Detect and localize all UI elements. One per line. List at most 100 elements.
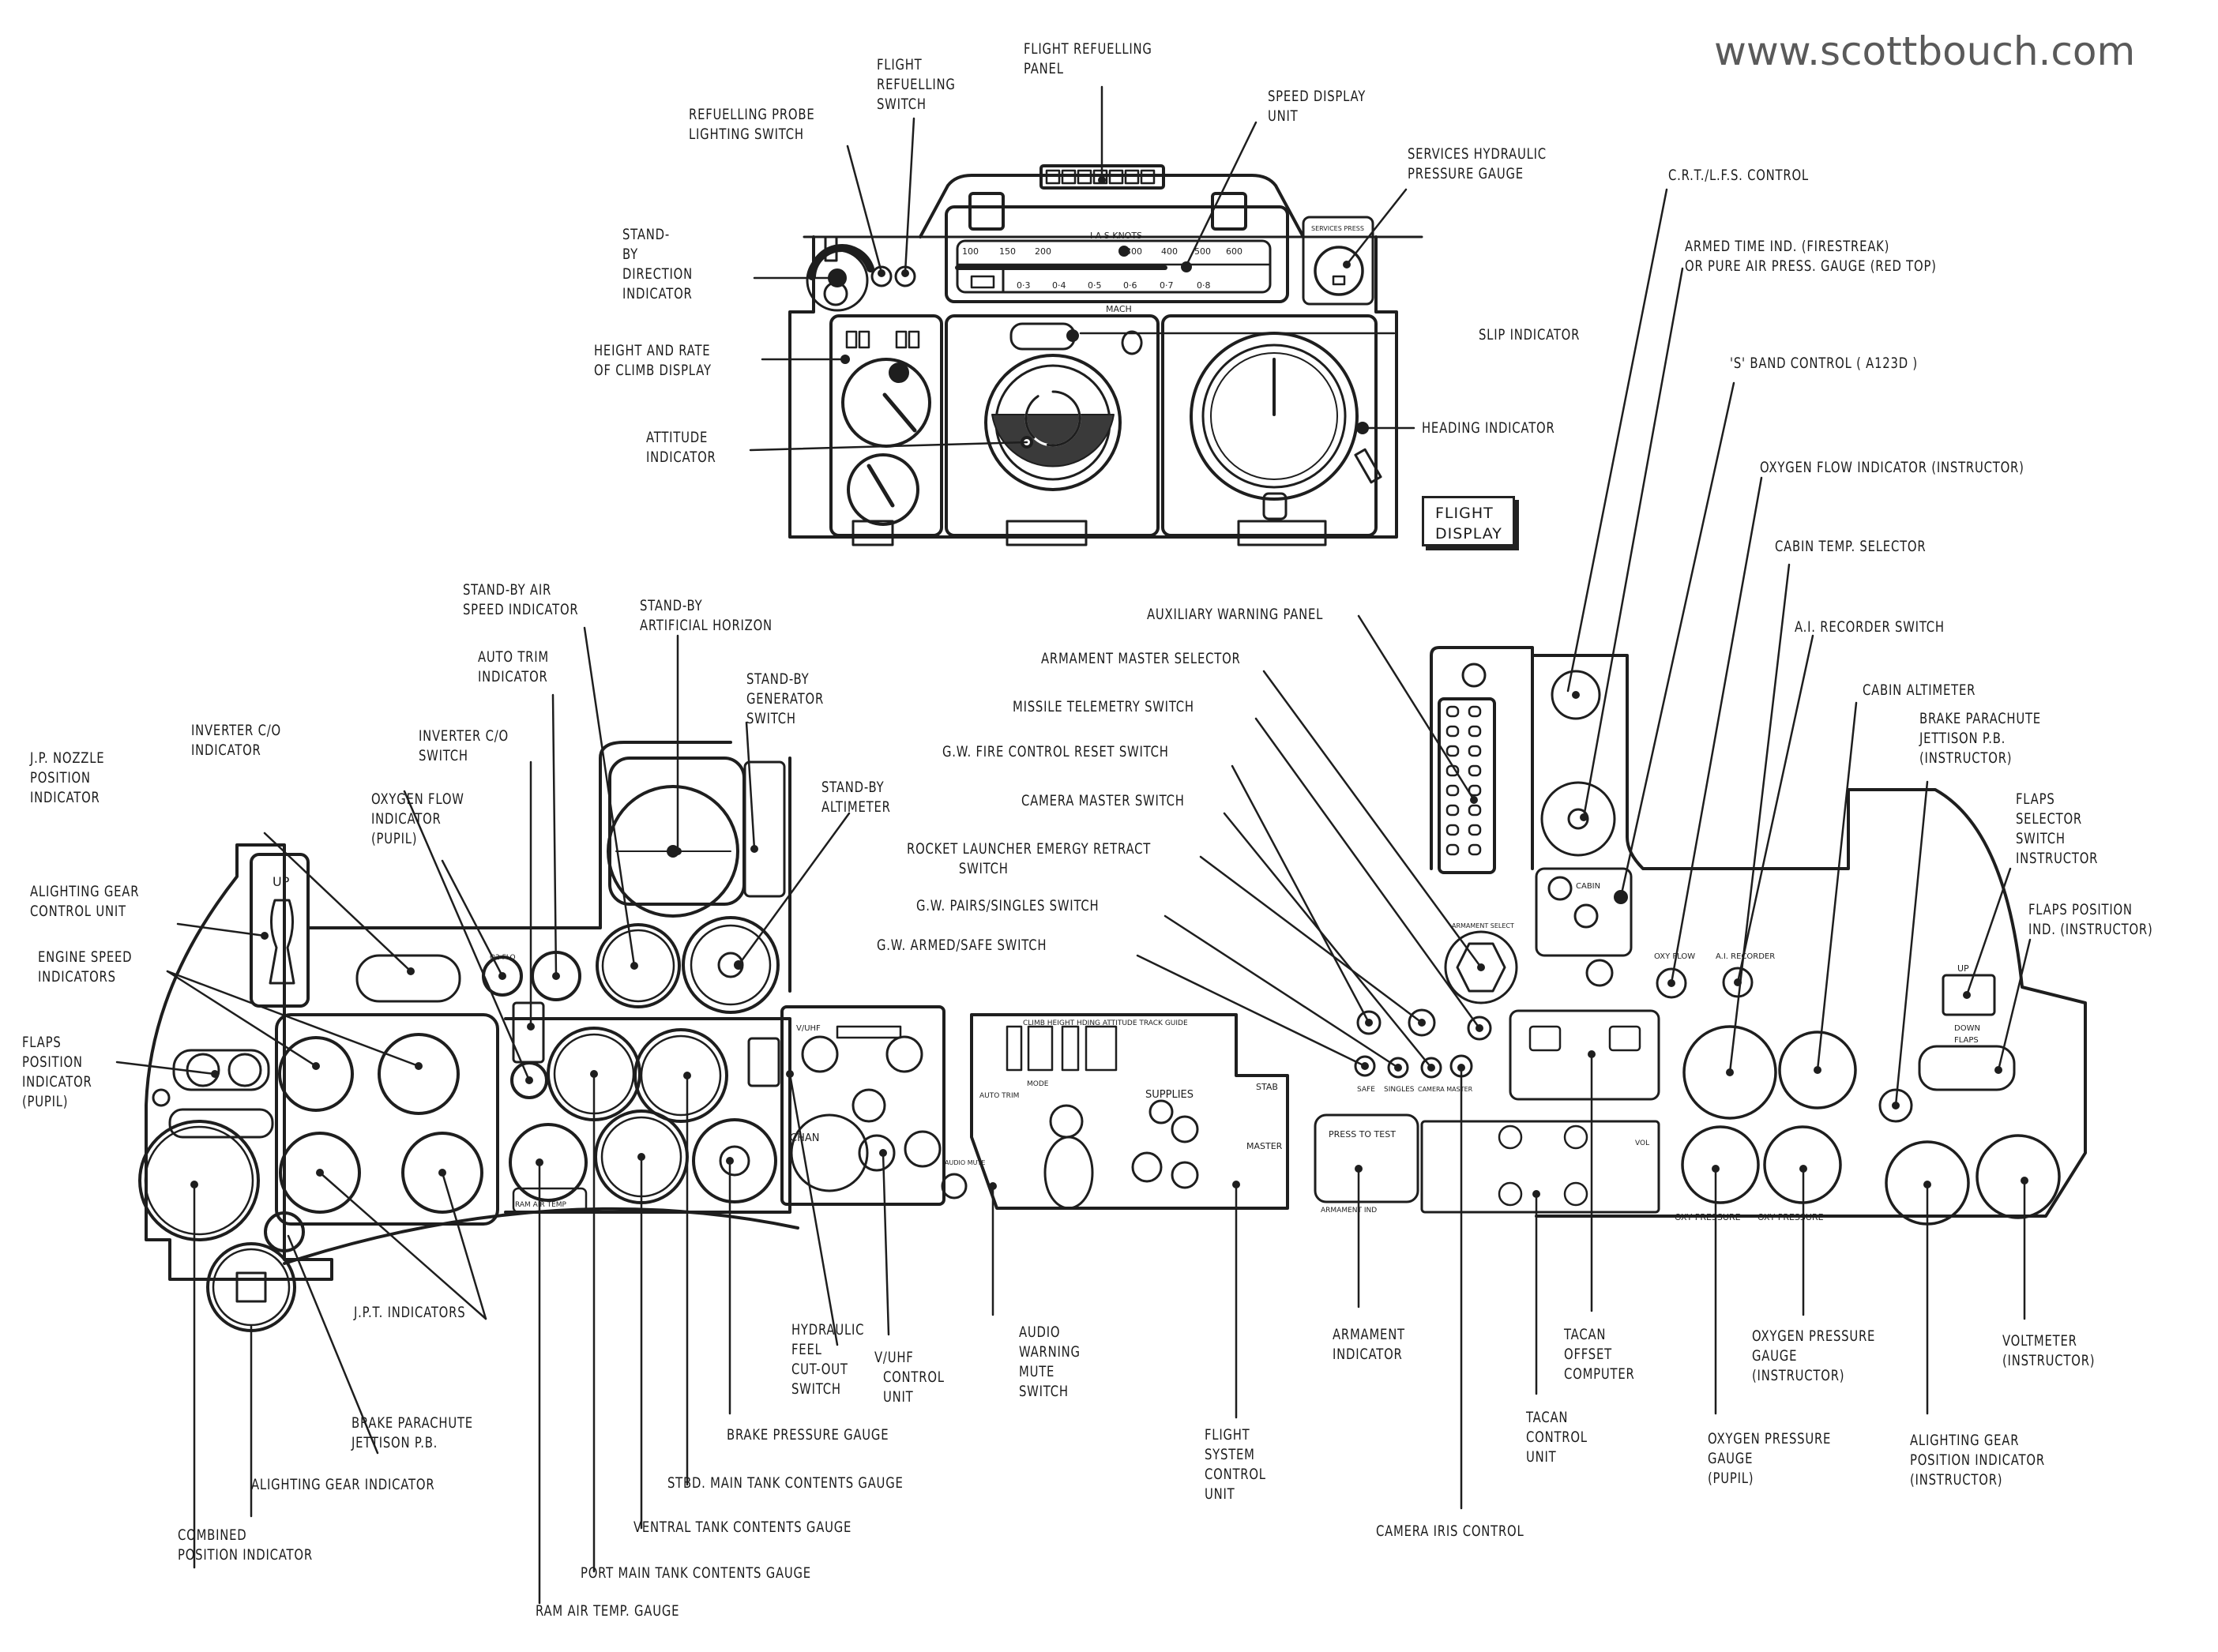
label-port-main-tank-contents-gauge: PORT MAIN TANK CONTENTS GAUGE xyxy=(581,1564,811,1582)
combined-position-indicator xyxy=(138,1120,260,1241)
label-brake-parachute-jettison-pb: BRAKE PARACHUTE JETTISON P.B. xyxy=(351,1414,473,1451)
stab-text: STAB xyxy=(1256,1082,1278,1092)
cabin-temp-selector xyxy=(1585,959,1614,987)
mach-tick-06: 0·6 xyxy=(1123,280,1137,291)
gw-pairs-singles-switch xyxy=(1387,1057,1409,1079)
armament-indicator xyxy=(1314,1113,1419,1203)
attitude-panel xyxy=(945,314,1160,537)
heading-panel xyxy=(1161,314,1378,537)
brake-parachute-jettison-instructor xyxy=(1878,1088,1913,1123)
label-services-hydraulic-pressure-gauge: SERVICES HYDRAULIC PRESSURE GAUGE xyxy=(1408,145,1547,182)
armament-master-selector xyxy=(1444,930,1518,1004)
mach-tick-03: 0·3 xyxy=(1017,280,1031,291)
mach-text: MACH xyxy=(1106,304,1132,314)
label-tacan-control-unit: TACAN CONTROL UNIT xyxy=(1526,1409,1588,1466)
slip-indicator xyxy=(1009,322,1076,351)
stand-by-artificial-horizon xyxy=(607,785,739,918)
label-cabin-altimeter: CABIN ALTIMETER xyxy=(1863,681,1976,699)
label-flaps-position-ind-instructor: FLAPS POSITION IND. (INSTRUCTOR) xyxy=(2028,901,2153,938)
speed-tick-400: 400 xyxy=(1161,246,1178,257)
label-refuelling-probe-lighting-switch: REFUELLING PROBE LIGHTING SWITCH xyxy=(689,106,815,143)
label-engine-speed-indicators: ENGINE SPEED INDICATORS xyxy=(38,948,133,986)
alighting-gear-control-unit xyxy=(250,853,310,1008)
label-tacan-offset-computer: TACAN OFFSET COMPUTER xyxy=(1564,1326,1635,1383)
gear-up-label: UP xyxy=(273,874,290,889)
label-flight-system-control-unit: FLIGHT SYSTEM CONTROL UNIT xyxy=(1205,1426,1266,1503)
label-oxygen-pressure-gauge-instructor: OXYGEN PRESSURE GAUGE (INSTRUCTOR) xyxy=(1752,1327,1876,1384)
speed-tick-600: 600 xyxy=(1226,246,1242,257)
vol-text: VOL xyxy=(1635,1140,1649,1147)
armament-select-text: ARMAMENT SELECT xyxy=(1452,922,1514,929)
ram-air-temp-gauge xyxy=(509,1123,588,1202)
fsc-modes-text: CLIMB HEIGHT HDING ATTITUDE TRACK GUIDE xyxy=(1023,1019,1188,1027)
tacan-offset-computer xyxy=(1509,1009,1660,1101)
leader-lines xyxy=(115,85,2032,1605)
cabin-temp-indicator-dial xyxy=(1682,1025,1777,1120)
mach-tick-08: 0·8 xyxy=(1197,280,1211,291)
attitude-indicator xyxy=(984,354,1122,491)
safe-text: SAFE xyxy=(1357,1086,1375,1094)
label-brake-pressure-gauge: BRAKE PRESSURE GAUGE xyxy=(727,1426,889,1444)
label-ram-air-temp-gauge: RAM AIR TEMP. GAUGE xyxy=(536,1602,680,1620)
label-gw-armed-safe-switch: G.W. ARMED/SAFE SWITCH xyxy=(877,937,1047,954)
rate-of-climb-display xyxy=(847,453,919,526)
mach-tick-05: 0·5 xyxy=(1088,280,1102,291)
label-heading-indicator: HEADING INDICATOR xyxy=(1422,419,1555,437)
label-armament-master-selector: ARMAMENT MASTER SELECTOR xyxy=(1041,650,1241,667)
flight-display-box-line1: FLIGHT xyxy=(1435,505,1494,522)
chan-text: CHAN xyxy=(790,1132,819,1144)
flight-display-panel xyxy=(788,164,1423,546)
gw-fire-control-reset-switch xyxy=(1356,1010,1382,1035)
label-alighting-gear-control-unit: ALIGHTING GEAR CONTROL UNIT xyxy=(30,883,140,920)
master-text: MASTER xyxy=(1246,1141,1283,1151)
cabin-temp-panel xyxy=(1535,867,1633,957)
label-stbd-main-tank-contents-gauge: STBD. MAIN TANK CONTENTS GAUGE xyxy=(667,1474,904,1492)
label-alighting-gear-position-indicator-instructor: ALIGHTING GEAR POSITION INDICATOR (INSTR… xyxy=(1910,1432,2045,1489)
label-rocket-launcher-emergy-retract-switch: ROCKET LAUNCHER EMERGY RETRACT SWITCH xyxy=(907,840,1152,877)
label-stand-by-generator-switch: STAND-BY GENERATOR SWITCH xyxy=(746,670,825,727)
oxygen-flow-indicator-instructor xyxy=(1656,967,1687,999)
label-height-rate-climb-display: HEIGHT AND RATE OF CLIMB DISPLAY xyxy=(594,342,712,379)
stand-by-generator-switch xyxy=(743,760,786,898)
oxy-pressure-1-text: OXY PRESSURE xyxy=(1675,1212,1741,1222)
label-stand-by-air-speed-indicator: STAND-BY AIR SPEED INDICATOR xyxy=(463,581,579,618)
flight-display-box: FLIGHT DISPLAY xyxy=(1422,496,1515,546)
label-gw-pairs-singles-switch: G.W. PAIRS/SINGLES SWITCH xyxy=(916,897,1100,914)
label-alighting-gear-indicator: ALIGHTING GEAR INDICATOR xyxy=(251,1476,435,1493)
speed-tick-500: 500 xyxy=(1194,246,1211,257)
ram-air-temp-text: RAM AIR TEMP xyxy=(515,1201,567,1209)
label-slip-indicator: SLIP INDICATOR xyxy=(1479,326,1581,344)
main-instrument-panel: UP xyxy=(138,646,2087,1332)
label-jp-nozzle-position-indicator: J.P. NOZZLE POSITION INDICATOR xyxy=(30,749,105,806)
brake-pressure-gauge xyxy=(692,1118,777,1203)
voltmeter-instructor xyxy=(1976,1134,2061,1219)
mode-text: MODE xyxy=(1027,1080,1049,1088)
press-to-test-text: PRESS TO TEST xyxy=(1329,1129,1396,1140)
label-speed-display-unit: SPEED DISPLAY UNIT xyxy=(1268,88,1367,125)
auxiliary-warning-panel xyxy=(1438,697,1496,874)
cabin-altimeter xyxy=(1778,1031,1857,1109)
ias-knots-text: I A S KNOTS xyxy=(1090,231,1142,241)
jpt-indicator-2 xyxy=(401,1132,483,1214)
audio-warning-mute-switch xyxy=(941,1173,968,1200)
label-flight-refuelling-switch: FLIGHT REFUELLING SWITCH xyxy=(877,56,956,113)
engine-speed-indicator-2 xyxy=(378,1033,460,1115)
cabin-text: CABIN xyxy=(1576,882,1600,891)
flaps-selector-switch-instructor xyxy=(1942,974,1996,1016)
camera-master-switch xyxy=(1420,1057,1442,1079)
tacan-control-unit xyxy=(1420,1120,1660,1214)
stand-by-altimeter xyxy=(682,916,780,1014)
label-hydraulic-feel-cutout-switch: HYDRAULIC FEEL CUT-OUT SWITCH xyxy=(791,1321,865,1398)
singles-text: SINGLES xyxy=(1384,1086,1415,1094)
label-vuhf-control-unit: V/UHF CONTROL UNIT xyxy=(874,1349,945,1406)
stand-by-direction-indicator xyxy=(806,235,874,312)
flaps-text: FLAPS xyxy=(1954,1036,1979,1045)
label-stand-by-artificial-horizon: STAND-BY ARTIFICIAL HORIZON xyxy=(640,597,773,634)
label-crt-lfs-control: C.R.T./L.F.S. CONTROL xyxy=(1668,167,1809,184)
instrument-markings: I A S KNOTS MACH 100 150 200 300 400 500… xyxy=(490,225,1980,1222)
height-rate-panel xyxy=(829,314,943,537)
o2-flo-text: O2 FLO xyxy=(490,954,516,962)
vuhf-text: V/UHF xyxy=(796,1024,821,1033)
speed-tick-100: 100 xyxy=(962,246,979,257)
